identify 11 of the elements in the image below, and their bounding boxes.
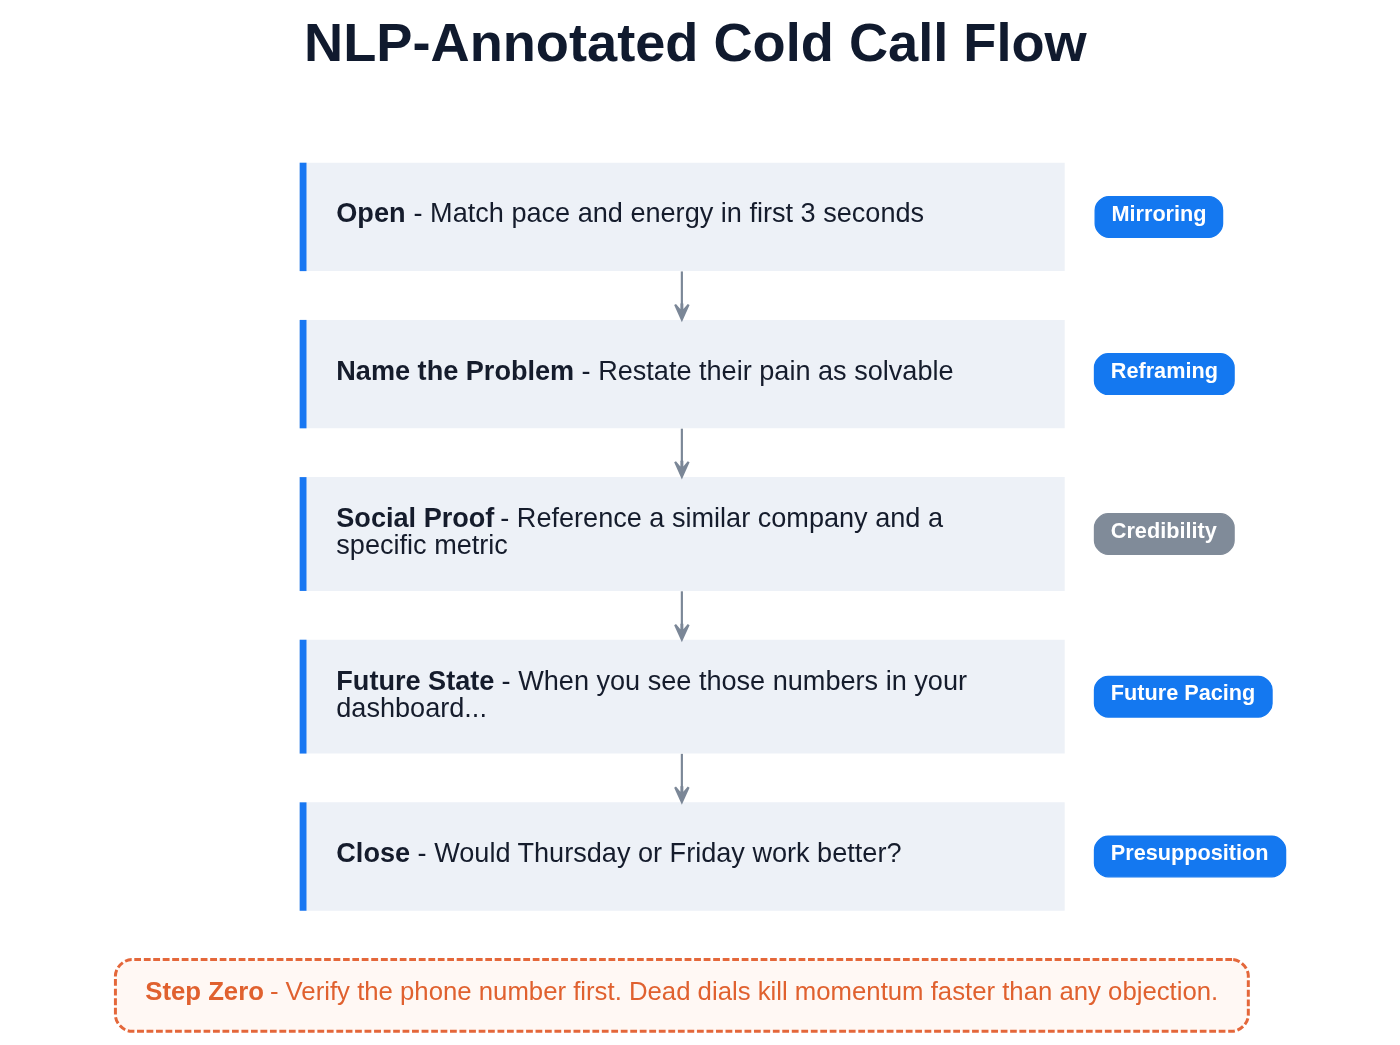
- arrow: [673, 753, 690, 804]
- node-box: Mirroring: [1094, 195, 1223, 238]
- diagram-title: NLP-Annotated Cold Call Flow: [303, 12, 1087, 73]
- node-box: Reframing: [1093, 353, 1235, 396]
- node-box: Credibility: [1093, 513, 1235, 556]
- arrow: [673, 271, 690, 321]
- node-box: Future Pacing: [1093, 675, 1273, 718]
- node-box: Step Zero - Verify the phone number first. Dead dials kill momentum faster than any objection.: [113, 958, 1250, 1033]
- arrow: [673, 591, 690, 641]
- arrow: [673, 428, 690, 478]
- node-box: Presupposition: [1093, 835, 1286, 878]
